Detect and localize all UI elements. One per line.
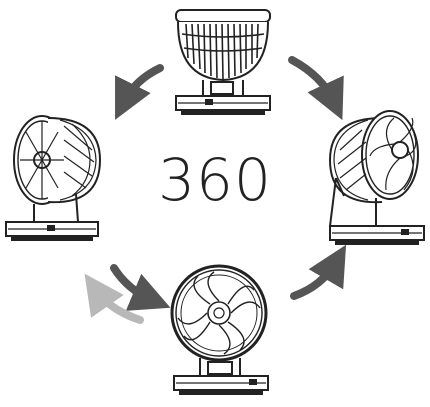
fan-right bbox=[328, 110, 425, 245]
rotation-arrow-bottom-right bbox=[290, 244, 347, 300]
rotation-arrow-top-left bbox=[115, 64, 164, 120]
fan-top bbox=[175, 9, 271, 115]
fan-left bbox=[5, 115, 102, 241]
fan-bottom bbox=[170, 264, 269, 395]
rotation-arrow-bottom-left-faded bbox=[84, 273, 144, 324]
rotation-degrees-label: 360 bbox=[158, 146, 272, 214]
rotation-arrow-top-right bbox=[288, 56, 344, 121]
rotation-arrow-bottom-left bbox=[110, 264, 171, 311]
rotation-arrows bbox=[84, 56, 347, 324]
